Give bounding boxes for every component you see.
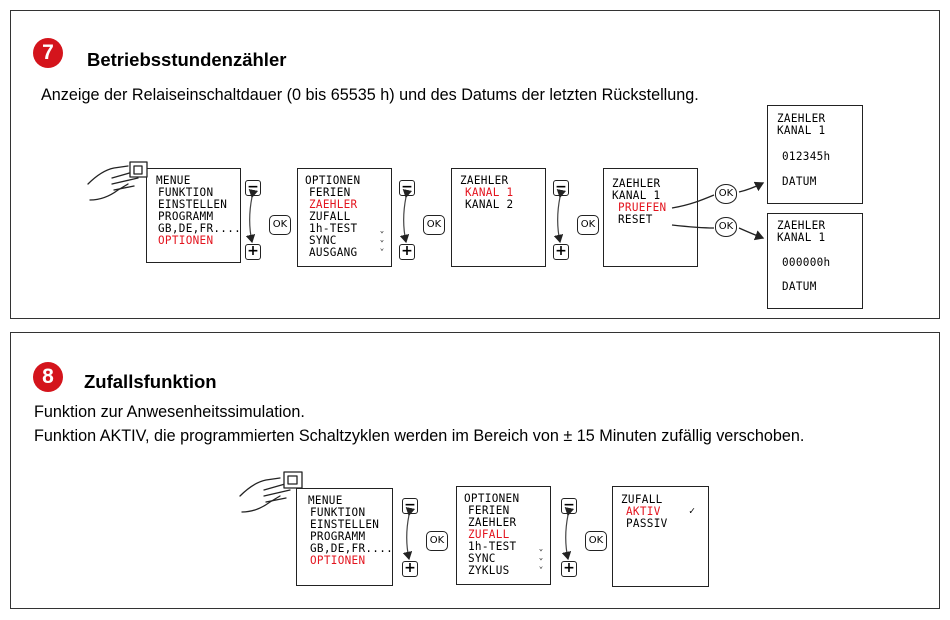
menu-line-selected: OPTIONEN [158,233,214,248]
step-number-badge: 7 [33,38,63,68]
options-line: ZYKLUS [468,563,510,578]
options-line: AUSGANG [309,245,358,260]
kanal-line: RESET [618,212,653,227]
result-line: DATUM [782,174,817,189]
options-line: ZAEHLER [468,515,517,530]
result-pruefen-screen: ZAEHLER KANAL 1 012345h DATUM [767,105,863,204]
checkmark-icon: ✓ [689,505,696,518]
ok-button[interactable]: OK [577,215,599,235]
ok-button[interactable]: OK [423,215,445,235]
plus-button[interactable]: + [245,244,261,260]
menu-line: MENUE [156,173,191,188]
options-line: SYNC [309,233,337,248]
section-description: Anzeige der Relaiseinschaltdauer (0 bis … [41,86,699,104]
options-line: ZUFALL [309,209,351,224]
options-screen: OPTIONEN FERIEN ZAEHLER ZUFALL 1h-TEST S… [456,486,551,585]
zaehler-screen: ZAEHLER KANAL 1 KANAL 2 [451,168,546,267]
zaehler-line-selected: KANAL 1 [465,185,514,200]
minus-button[interactable]: − [561,498,577,514]
counter-value: 012345h [782,149,831,164]
ok-button[interactable]: OK [715,217,737,237]
zufall-line: ZUFALL [621,492,663,507]
plus-button[interactable]: + [561,561,577,577]
step-number-badge: 8 [33,362,63,392]
scroll-indicator-icon: ⌄⌄⌄ [378,226,386,253]
menu-screen: MENUE FUNKTION EINSTELLEN PROGRAMM GB,DE… [296,488,393,586]
menu-line: PROGRAMM [310,529,366,544]
options-line: 1h-TEST [468,539,517,554]
plus-button[interactable]: + [402,561,418,577]
menu-line: PROGRAMM [158,209,214,224]
result-reset-screen: ZAEHLER KANAL 1 000000h DATUM [767,213,863,309]
counter-value: 000000h [782,255,831,270]
kanal-line: ZAEHLER [612,176,661,191]
options-line: FERIEN [309,185,351,200]
result-line: ZAEHLER [777,218,826,233]
kanal-line: KANAL 1 [612,188,661,203]
result-line: KANAL 1 [777,230,826,245]
result-line: ZAEHLER [777,111,826,126]
section-title: Zufallsfunktion [84,371,217,392]
result-line: DATUM [782,279,817,294]
section-description: Funktion AKTIV, die programmierten Schal… [34,427,805,445]
minus-button[interactable]: − [553,180,569,196]
scroll-indicator-icon: ⌄⌄⌄ [537,544,545,571]
menu-line: EINSTELLEN [158,197,228,212]
menu-screen: MENUE FUNKTION EINSTELLEN PROGRAMM GB,DE… [146,168,241,263]
zufall-line: PASSIV [626,516,668,531]
menu-line: GB,DE,FR.... [158,221,242,236]
kanal-screen: ZAEHLER KANAL 1 PRUEFEN RESET [603,168,698,267]
menu-line-selected: OPTIONEN [310,553,366,568]
menu-line: FUNKTION [158,185,214,200]
options-line: SYNC [468,551,496,566]
zaehler-line: KANAL 2 [465,197,514,212]
options-line: 1h-TEST [309,221,358,236]
menu-line: FUNKTION [310,505,366,520]
options-line: OPTIONEN [305,173,361,188]
section-title: Betriebsstundenzähler [87,49,287,70]
zufall-line-selected: AKTIV [626,504,661,519]
minus-button[interactable]: − [399,180,415,196]
result-line: KANAL 1 [777,123,826,138]
options-line: FERIEN [468,503,510,518]
menu-line: GB,DE,FR.... [310,541,394,556]
options-screen: OPTIONEN FERIEN ZAEHLER ZUFALL 1h-TEST S… [297,168,392,267]
ok-button[interactable]: OK [715,184,737,204]
ok-button[interactable]: OK [269,215,291,235]
ok-button[interactable]: OK [426,531,448,551]
minus-button[interactable]: − [245,180,261,196]
menu-line: EINSTELLEN [310,517,380,532]
ok-button[interactable]: OK [585,531,607,551]
minus-button[interactable]: − [402,498,418,514]
options-line: OPTIONEN [464,491,520,506]
zaehler-line: ZAEHLER [460,173,509,188]
plus-button[interactable]: + [553,244,569,260]
plus-button[interactable]: + [399,244,415,260]
menu-line: MENUE [308,493,343,508]
options-line-selected: ZAEHLER [309,197,358,212]
kanal-line-selected: PRUEFEN [618,200,667,215]
section-description: Funktion zur Anwesenheitssimulation. [34,403,305,421]
options-line-selected: ZUFALL [468,527,510,542]
zufall-screen: ZUFALL AKTIV PASSIV ✓ [612,486,709,587]
